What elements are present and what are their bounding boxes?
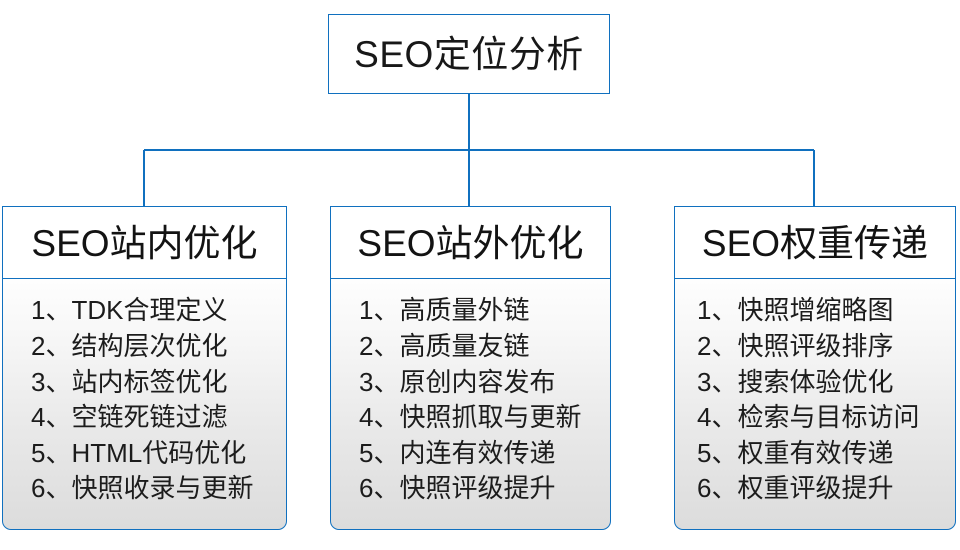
branch-header-2[interactable]: SEO站外优化 [330,206,611,280]
list-item: 6、权重评级提升 [697,473,894,504]
branch-item-list-2: 1、高质量外链 2、高质量友链 3、原创内容发布 4、快照抓取与更新 5、内连有… [331,293,610,507]
list-item: 2、高质量友链 [359,331,530,362]
list-item: 1、TDK合理定义 [31,295,228,326]
branch-body-3: 1、快照增缩略图 2、快照评级排序 3、搜索体验优化 4、检索与目标访问 5、权… [674,278,956,531]
list-item: 5、权重有效传递 [697,437,894,468]
branch-body-1: 1、TDK合理定义 2、结构层次优化 3、站内标签优化 4、空链死链过滤 5、H… [2,278,287,531]
branch-header-label-3: SEO权重传递 [701,222,929,264]
list-item: 3、站内标签优化 [31,366,228,397]
branch-column-2: SEO站外优化 1、高质量外链 2、高质量友链 3、原创内容发布 4、快照抓取与… [330,206,611,531]
branch-body-2: 1、高质量外链 2、高质量友链 3、原创内容发布 4、快照抓取与更新 5、内连有… [330,278,611,531]
branch-header-3[interactable]: SEO权重传递 [674,206,956,280]
list-item: 1、高质量外链 [359,295,530,326]
list-item: 6、快照收录与更新 [31,473,254,504]
list-item: 4、快照抓取与更新 [359,402,582,433]
branch-header-label-1: SEO站内优化 [31,222,258,264]
list-item: 2、快照评级排序 [697,331,894,362]
list-item: 2、结构层次优化 [31,331,228,362]
branch-item-list-1: 1、TDK合理定义 2、结构层次优化 3、站内标签优化 4、空链死链过滤 5、H… [3,293,286,507]
list-item: 6、快照评级提升 [359,473,556,504]
list-item: 3、原创内容发布 [359,366,556,397]
branch-header-1[interactable]: SEO站内优化 [2,206,287,280]
list-item: 4、空链死链过滤 [31,402,228,433]
branch-column-3: SEO权重传递 1、快照增缩略图 2、快照评级排序 3、搜索体验优化 4、检索与… [674,206,956,531]
branch-header-label-2: SEO站外优化 [357,222,584,264]
root-node-label: SEO定位分析 [354,33,584,75]
list-item: 1、快照增缩略图 [697,295,894,326]
list-item: 5、HTML代码优化 [31,437,247,468]
list-item: 4、检索与目标访问 [697,402,920,433]
list-item: 3、搜索体验优化 [697,366,894,397]
root-node[interactable]: SEO定位分析 [328,14,610,94]
branch-item-list-3: 1、快照增缩略图 2、快照评级排序 3、搜索体验优化 4、检索与目标访问 5、权… [675,293,955,507]
list-item: 5、内连有效传递 [359,437,556,468]
branch-column-1: SEO站内优化 1、TDK合理定义 2、结构层次优化 3、站内标签优化 4、空链… [2,206,287,531]
